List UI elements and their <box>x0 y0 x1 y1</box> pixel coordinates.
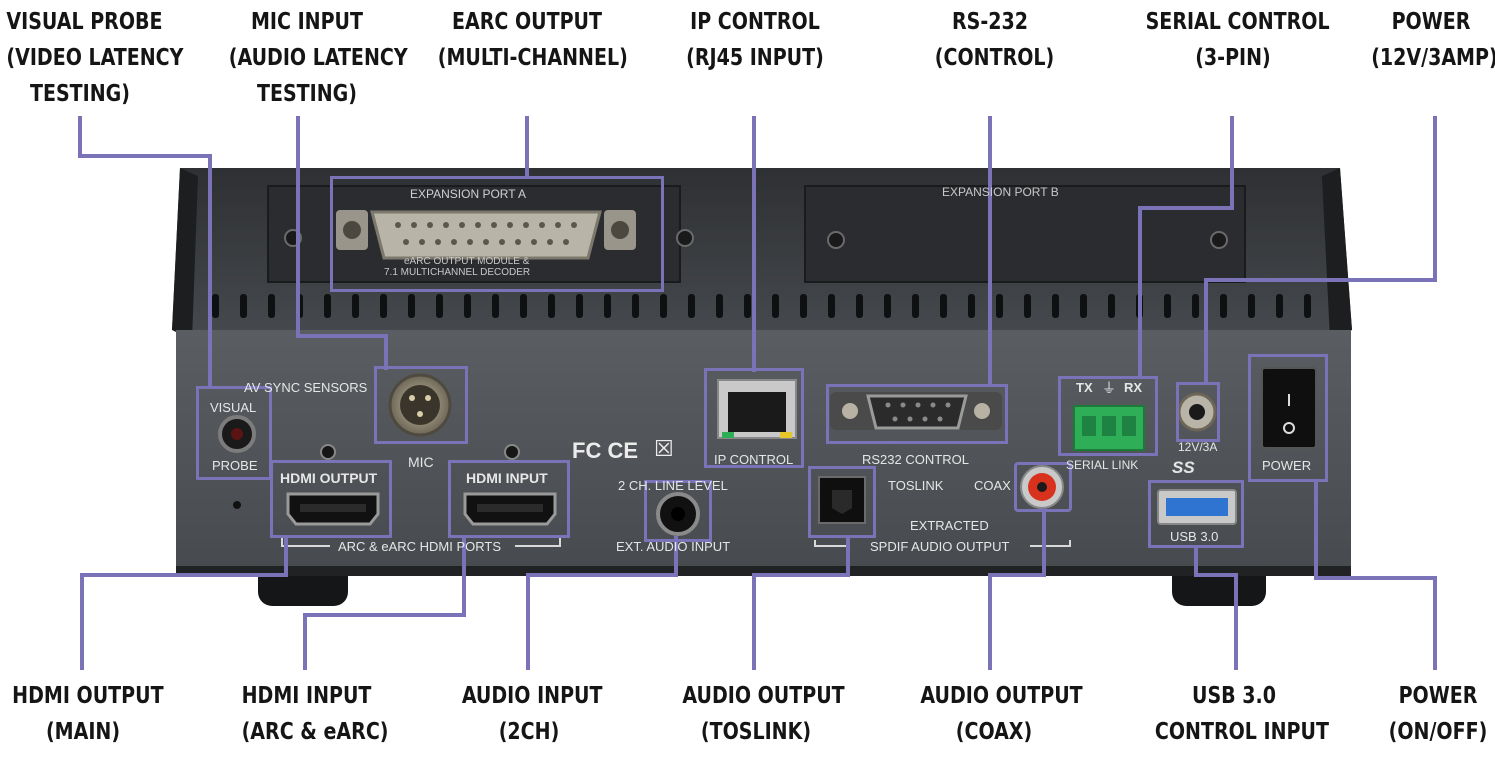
callout-rs232: RS-232(CONTROL) <box>934 9 1055 71</box>
line-level-label: 2 CH. LINE LEVEL <box>618 478 728 493</box>
toslink-label: TOSLINK <box>888 478 944 493</box>
callout-audio-output-coax: AUDIO OUTPUT(COAX) <box>920 683 1083 745</box>
probe-label: PROBE <box>212 458 258 473</box>
visual-label: VISUAL <box>210 400 257 415</box>
ip-control-label: IP CONTROL <box>714 452 794 467</box>
trash-bin-icon: ☒ <box>654 436 674 461</box>
highlight-ip-control <box>704 368 804 468</box>
screw-icon <box>676 229 694 247</box>
screw-icon <box>1210 231 1228 249</box>
expansion-a-label: EXPANSION PORT A <box>410 187 527 201</box>
highlight-coax <box>1014 462 1072 512</box>
callout-audio-output-toslink: AUDIO OUTPUT(TOSLINK) <box>682 683 845 745</box>
hdmi-ports-label: ARC & eARC HDMI PORTS <box>338 539 502 554</box>
av-sync-label: AV SYNC SENSORS <box>244 380 368 395</box>
expansion-b-label: EXPANSION PORT B <box>942 185 1059 199</box>
voltage-label: 12V/3A <box>1178 440 1218 454</box>
highlight-visual-probe <box>196 386 272 480</box>
callout-serial-control: SERIAL CONTROL(3-PIN) <box>1145 9 1330 71</box>
callout-ip-control: IP CONTROL(RJ45 INPUT) <box>686 9 824 71</box>
highlight-ext-audio <box>644 480 712 542</box>
callout-power-switch: POWER(ON/OFF) <box>1388 683 1488 745</box>
highlight-hdmi-output <box>270 460 392 538</box>
ground-icon: ⏚ <box>1102 380 1116 396</box>
highlight-serial <box>1058 376 1158 456</box>
expansion-plate-b <box>804 185 1246 283</box>
vent-slots <box>212 294 1311 318</box>
callout-earc-output: EARC OUTPUT(MULTI-CHANNEL) <box>437 9 628 71</box>
highlight-expansion-port-a <box>330 176 664 292</box>
mic-label: MIC <box>408 454 434 470</box>
serial-link-label: SERIAL LINK <box>1066 458 1139 472</box>
hdmi-output-label: HDMI OUTPUT <box>280 470 378 486</box>
highlight-usb <box>1148 480 1244 548</box>
highlight-dc-jack <box>1176 382 1220 442</box>
spdif-label: SPDIF AUDIO OUTPUT <box>870 539 1010 554</box>
hdmi-input-label: HDMI INPUT <box>466 470 548 486</box>
chassis-edge-right <box>1322 168 1352 340</box>
highlight-hdmi-input <box>448 460 570 538</box>
ext-audio-label: EXT. AUDIO INPUT <box>616 539 731 554</box>
usb-label: USB 3.0 <box>1170 529 1219 544</box>
extracted-label: EXTRACTED <box>910 518 989 533</box>
highlight-rs232 <box>826 384 1008 444</box>
callout-hdmi-input: HDMI INPUT(ARC & eARC) <box>241 683 389 745</box>
screw-icon <box>827 231 845 249</box>
callout-hdmi-output: HDMI OUTPUT(MAIN) <box>12 683 164 745</box>
tx-label: TX <box>1076 380 1093 395</box>
module-label-line2: 7.1 MULTICHANNEL DECODER <box>384 267 531 278</box>
coax-label: COAX <box>974 478 1011 493</box>
callout-power-12v: POWER(12V/3AMP) <box>1371 9 1495 71</box>
power-switch-label: POWER <box>1262 458 1312 473</box>
highlight-mic <box>374 366 468 444</box>
power-switch <box>1261 367 1317 449</box>
callout-audio-input: AUDIO INPUT(2CH) <box>461 683 603 745</box>
rs232-control-label: RS232 CONTROL <box>862 452 969 467</box>
rx-label: RX <box>1124 380 1143 395</box>
highlight-toslink <box>808 466 876 538</box>
module-label-line1: eARC OUTPUT MODULE & <box>404 256 530 267</box>
chassis-edge-left <box>172 168 198 340</box>
superspeed-logo: SS <box>1172 458 1195 477</box>
highlight-power-switch <box>1248 354 1328 482</box>
certification-marks: FC CE <box>572 438 638 463</box>
